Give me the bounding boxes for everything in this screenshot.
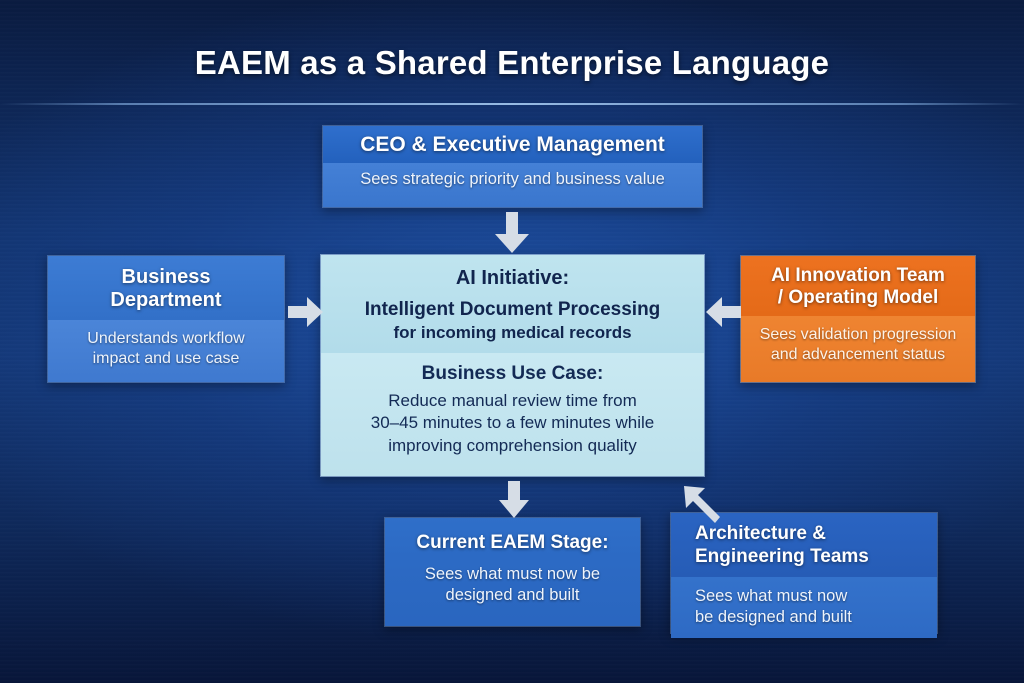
box-architecture-heading: Architecture & Engineering Teams <box>671 513 937 577</box>
initiative-name: Intelligent Document Processing <box>364 299 661 320</box>
use-case-line1: Reduce manual review time from <box>388 391 637 410</box>
box-architecture-body-line2: be designed and built <box>695 607 852 626</box>
box-ceo-heading: CEO & Executive Management <box>323 126 702 163</box>
box-innovation-body: Sees validation progression and advancem… <box>741 316 975 382</box>
arrow-down-icon-center-to-stage <box>497 481 531 519</box>
box-ai-initiative[interactable]: AI Initiative: Intelligent Document Proc… <box>320 254 705 477</box>
box-business-body: Understands workflow impact and use case <box>48 320 284 382</box>
box-center-use-case: Business Use Case: Reduce manual review … <box>321 353 704 476</box>
use-case-label: Business Use Case: <box>421 363 604 384</box>
box-innovation-heading-line1: AI Innovation Team <box>771 265 945 286</box>
box-business-heading: Business Department <box>48 256 284 321</box>
box-architecture-body: Sees what must now be designed and built <box>671 576 937 638</box>
arrow-right-icon-business-to-center <box>288 297 324 327</box>
use-case-line3: improving comprehension quality <box>388 435 637 455</box>
box-center-initiative: AI Initiative: Intelligent Document Proc… <box>321 255 704 353</box>
box-architecture-body-line1: Sees what must now <box>695 586 848 605</box>
arrow-left-icon-innovation-to-center <box>705 297 741 327</box>
box-innovation-heading-line2: / Operating Model <box>777 287 939 309</box>
box-stage-body-line2: designed and built <box>445 586 580 605</box>
box-innovation-body-line1: Sees validation progression <box>759 326 957 344</box>
title-divider <box>0 103 1024 105</box>
box-innovation-heading: AI Innovation Team / Operating Model <box>741 256 975 317</box>
arrow-up-left-icon-architecture-to-center <box>682 484 728 530</box>
page-title: EAEM as a Shared Enterprise Language <box>194 44 830 81</box>
box-stage-heading: Current EAEM Stage: <box>385 518 640 558</box>
box-business-heading-line2: Department <box>110 289 222 312</box>
box-business-body-line1: Understands workflow <box>87 330 245 348</box>
box-business-body-line2: impact and use case <box>92 350 240 368</box>
use-case-line2: 30–45 minutes to a few minutes while <box>370 413 655 433</box>
box-business-department[interactable]: Business Department Understands workflow… <box>47 255 285 383</box>
box-architecture-heading-line2: Engineering Teams <box>695 545 869 567</box>
use-case-text: Reduce manual review time from 30–45 min… <box>335 390 690 457</box>
box-innovation-body-line2: and advancement status <box>770 346 946 364</box>
box-business-heading-line1: Business <box>121 266 211 288</box>
box-current-eaem-stage[interactable]: Current EAEM Stage: Sees what must now b… <box>384 517 641 627</box>
box-architecture-heading-line1: Architecture & <box>695 523 826 544</box>
box-ceo-body: Sees strategic priority and business val… <box>323 163 702 207</box>
initiative-label: AI Initiative: <box>455 267 570 289</box>
initiative-scope: for incoming medical records <box>393 323 632 342</box>
arrow-down-icon-ceo-to-center <box>493 212 531 254</box>
box-ceo-executive-management[interactable]: CEO & Executive Management Sees strategi… <box>322 125 703 208</box>
box-architecture-engineering-teams[interactable]: Architecture & Engineering Teams Sees wh… <box>670 512 938 638</box>
box-ai-innovation-team[interactable]: AI Innovation Team / Operating Model See… <box>740 255 976 383</box>
box-stage-body-line1: Sees what must now be <box>424 565 601 583</box>
box-stage-body: Sees what must now be designed and built <box>385 558 640 626</box>
